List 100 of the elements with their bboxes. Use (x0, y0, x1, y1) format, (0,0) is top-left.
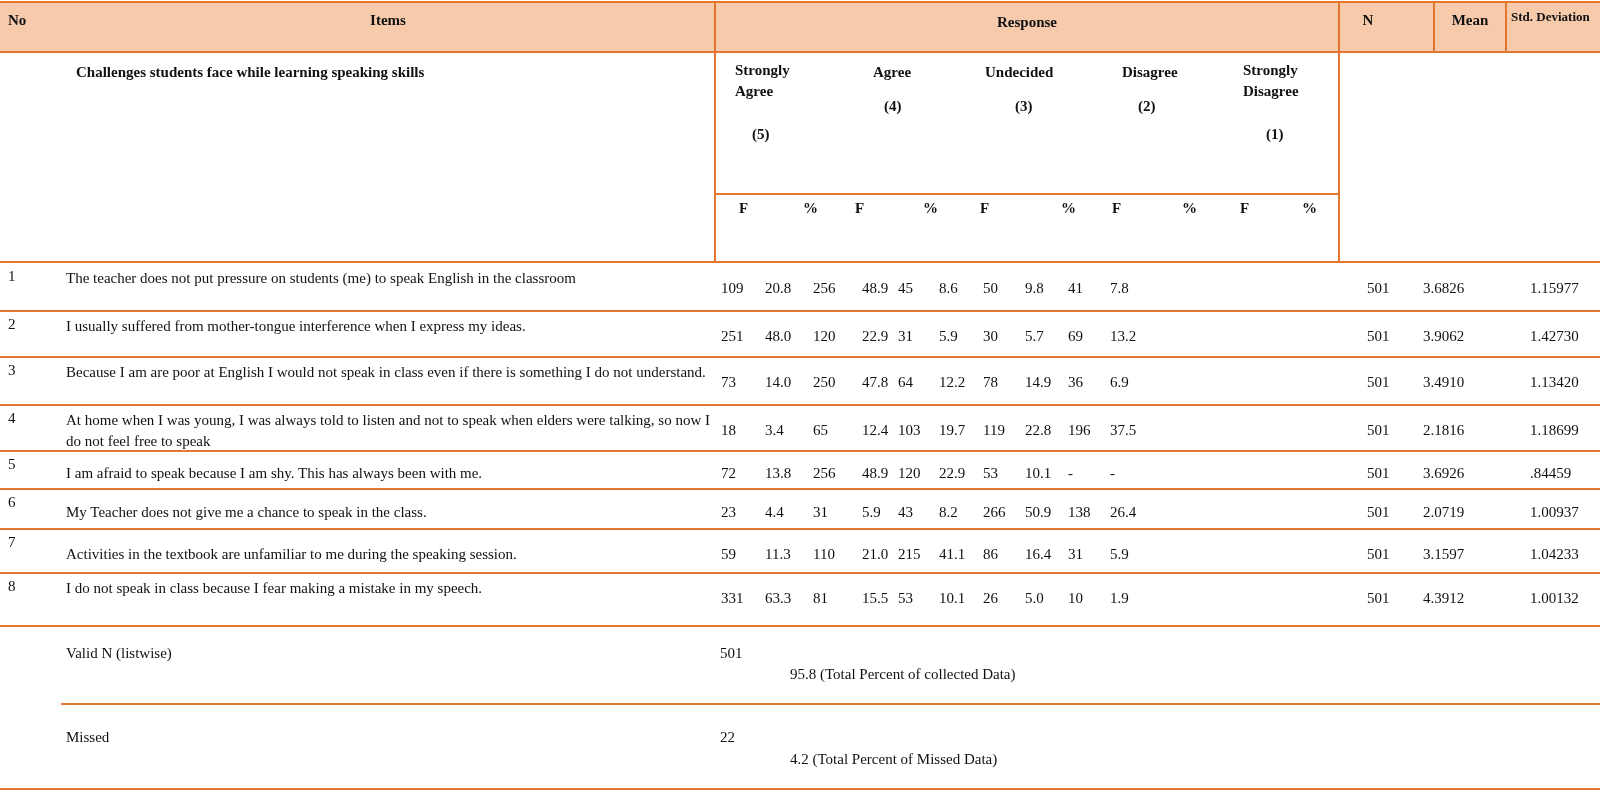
statement-text: The teacher does not put pressure on students (me) to speak English in the classroom (66, 269, 577, 288)
value-text: 20.8 (765, 279, 792, 298)
subcolumn-header: % (1302, 199, 1317, 218)
value-text: - (1068, 464, 1073, 483)
value-text: 14.0 (765, 373, 792, 392)
row-number: 6 (8, 493, 16, 512)
value-text: 501 (1367, 373, 1390, 392)
value-text: 3.9062 (1423, 327, 1465, 346)
response-header: (2) (1138, 97, 1156, 116)
value-text: 95.8 (Total Percent of collected Data) (790, 665, 1016, 684)
value-text: 10 (1068, 589, 1083, 608)
value-text: 72 (721, 464, 736, 483)
value-text: 1.13420 (1530, 373, 1579, 392)
response-header: Strongly Agree (735, 61, 791, 101)
value-text: 120 (813, 327, 836, 346)
value-text: 26.4 (1110, 503, 1137, 522)
row-number: 5 (8, 455, 16, 474)
value-text: 10.1 (939, 589, 966, 608)
value-text: 48.9 (862, 279, 889, 298)
value-text: 23 (721, 503, 736, 522)
response-header: Agree (873, 63, 912, 82)
value-text: 1.18699 (1530, 421, 1579, 440)
subcolumn-header: % (923, 199, 938, 218)
row-number: 3 (8, 361, 16, 380)
statement-text: At home when I was young, I was always told to listen and not to speak when elders were talking, so now I do not feel free to speak (66, 411, 711, 451)
response-header: (4) (884, 97, 902, 116)
row-number: 7 (8, 533, 16, 552)
value-text: 501 (1367, 464, 1390, 483)
value-text: 266 (983, 503, 1006, 522)
value-text: 19.7 (939, 421, 966, 440)
value-text: 73 (721, 373, 736, 392)
value-text: 15.5 (862, 589, 889, 608)
value-text: 63.3 (765, 589, 792, 608)
value-text: 215 (898, 545, 921, 564)
value-text: 120 (898, 464, 921, 483)
response-header: (1) (1266, 125, 1284, 144)
column-header: No (8, 11, 27, 30)
subcolumn-header: F (1240, 199, 1250, 218)
row-number: 1 (8, 267, 16, 286)
value-text: 22.8 (1025, 421, 1052, 440)
value-text: 256 (813, 279, 836, 298)
value-text: 8.2 (939, 503, 958, 522)
value-text: 196 (1068, 421, 1091, 440)
subcolumn-header: % (1061, 199, 1076, 218)
section-heading: Challenges students face while learning speaking skills (76, 63, 426, 82)
value-text: 65 (813, 421, 828, 440)
value-text: 3.6826 (1423, 279, 1465, 298)
value-text: 103 (898, 421, 921, 440)
value-text: 31 (813, 503, 828, 522)
value-text: 13.2 (1110, 327, 1137, 346)
value-text: 3.4 (765, 421, 784, 440)
value-text: 48.9 (862, 464, 889, 483)
value-text: 501 (1367, 279, 1390, 298)
value-text: 251 (721, 327, 744, 346)
value-text: 37.5 (1110, 421, 1137, 440)
response-header: Undecided (985, 63, 1054, 82)
value-text: 18 (721, 421, 736, 440)
value-text: 12.4 (862, 421, 889, 440)
column-header: N (1362, 11, 1374, 30)
value-text: 11.3 (765, 545, 791, 564)
value-text: 50.9 (1025, 503, 1052, 522)
statement-text: Activities in the textbook are unfamiliar to me during the speaking session. (66, 545, 518, 564)
value-text: 22.9 (939, 464, 966, 483)
value-text: 5.9 (862, 503, 881, 522)
value-text: 1.42730 (1530, 327, 1579, 346)
value-text: 4.3912 (1423, 589, 1465, 608)
value-text: 36 (1068, 373, 1083, 392)
value-text: 45 (898, 279, 913, 298)
value-text: 1.15977 (1530, 279, 1579, 298)
row-number: 4 (8, 409, 16, 428)
value-text: 86 (983, 545, 998, 564)
value-text: 109 (721, 279, 744, 298)
value-text: 3.6926 (1423, 464, 1465, 483)
subcolumn-header: F (980, 199, 990, 218)
statement-text: My Teacher does not give me a chance to speak in the class. (66, 503, 428, 522)
row-label: Missed (66, 728, 110, 747)
value-text: 22 (720, 728, 735, 747)
value-text: 6.9 (1110, 373, 1129, 392)
value-text: 501 (1367, 421, 1390, 440)
column-header: Std. Deviation (1511, 8, 1591, 26)
value-text: 26 (983, 589, 998, 608)
row-label: Valid N (listwise) (66, 644, 172, 663)
value-text: 16.4 (1025, 545, 1052, 564)
value-text: 2.1816 (1423, 421, 1465, 440)
value-text: 110 (813, 545, 835, 564)
column-header: Response (997, 13, 1057, 32)
value-text: 331 (721, 589, 744, 608)
value-text: 43 (898, 503, 913, 522)
response-header: Strongly Disagree (1243, 61, 1300, 101)
value-text: 501 (1367, 503, 1390, 522)
subcolumn-header: F (855, 199, 865, 218)
value-text: 53 (898, 589, 913, 608)
statement-text: I am afraid to speak because I am shy. This has always been with me. (66, 464, 484, 483)
value-text: 3.1597 (1423, 545, 1465, 564)
value-text: 30 (983, 327, 998, 346)
statement-text: I do not speak in class because I fear making a mistake in my speech. (66, 579, 484, 598)
value-text: 1.9 (1110, 589, 1129, 608)
value-text: 501 (720, 644, 743, 663)
value-text: 48.0 (765, 327, 792, 346)
value-text: 59 (721, 545, 736, 564)
